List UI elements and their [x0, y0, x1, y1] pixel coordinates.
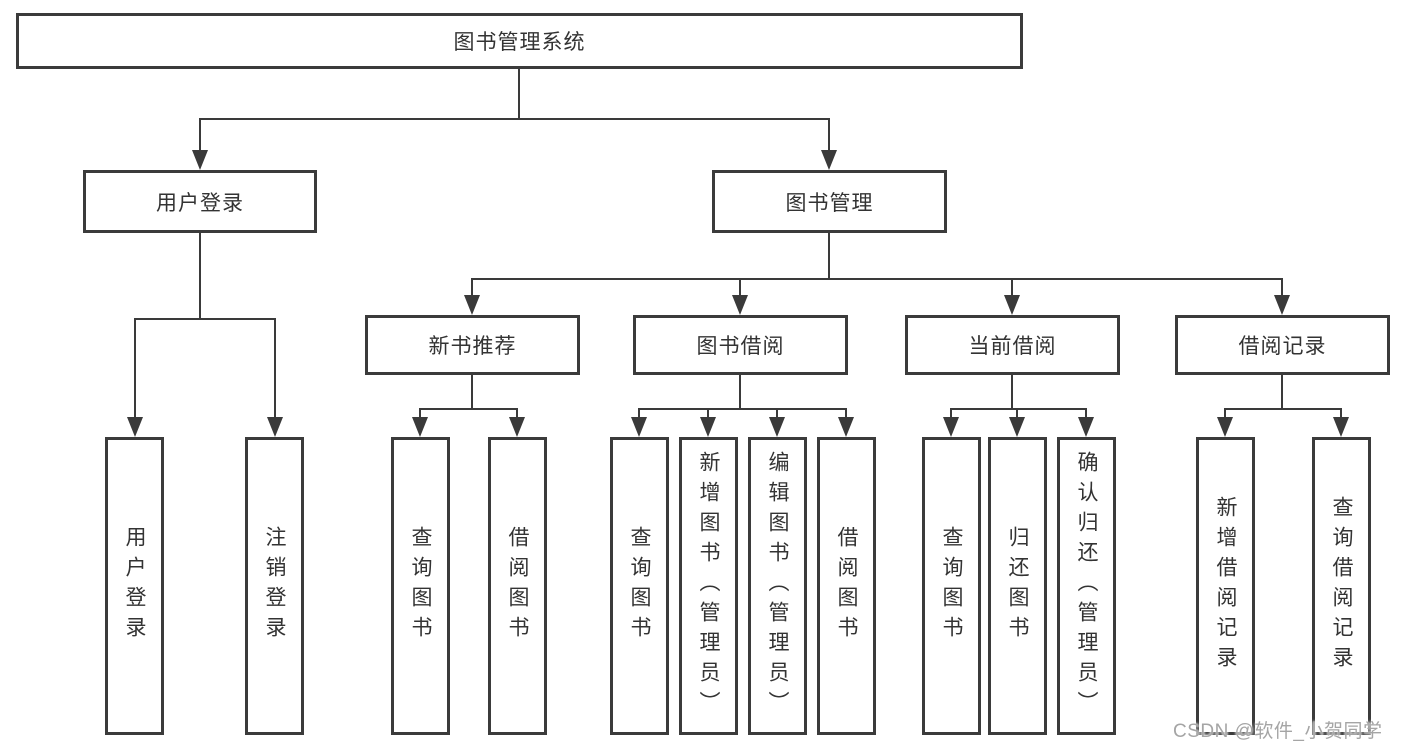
- connector-to-new-book: [471, 278, 473, 295]
- connector-to-bw-query: [638, 408, 640, 417]
- connector-current-stub: [1011, 375, 1013, 408]
- node-records: 借阅记录: [1175, 315, 1390, 375]
- node-current: 当前借阅: [905, 315, 1120, 375]
- arrow-to-cur-query: [943, 417, 959, 437]
- leaf-rec-query-record: 查询借阅记录: [1312, 437, 1371, 735]
- connector-to-cur-confirm: [1085, 408, 1087, 417]
- arrow-to-cur-confirm: [1078, 417, 1094, 437]
- leaf-cur-confirm-return-admin: 确认归还（管理员）: [1057, 437, 1116, 735]
- leaf-nb-query-books: 查询图书: [391, 437, 450, 735]
- connector-to-bw-add: [707, 408, 709, 417]
- leaf-cur-query-books: 查询图书: [922, 437, 981, 735]
- arrow-to-borrow: [732, 295, 748, 315]
- arrow-to-cur-return: [1009, 417, 1025, 437]
- connector-to-leaf-login: [134, 318, 136, 417]
- connector-records-stub: [1281, 375, 1283, 408]
- node-book-management-label: 图书管理: [785, 191, 874, 215]
- connector-book-management-stub: [828, 233, 830, 278]
- arrow-to-rec-add: [1217, 417, 1233, 437]
- connector-to-borrow: [739, 278, 741, 295]
- arrow-to-bw-query: [631, 417, 647, 437]
- node-borrow: 图书借阅: [633, 315, 848, 375]
- arrow-to-rec-query: [1333, 417, 1349, 437]
- arrow-to-user-login: [192, 150, 208, 170]
- connector-to-bw-borrow: [845, 408, 847, 417]
- arrow-to-leaf-login: [127, 417, 143, 437]
- connector-to-nb-borrow: [516, 408, 518, 417]
- connector-to-rec-query: [1340, 408, 1342, 417]
- arrow-to-nb-borrow: [509, 417, 525, 437]
- connector-to-rec-add: [1224, 408, 1226, 417]
- arrow-to-nb-query: [412, 417, 428, 437]
- connector-to-user-login: [199, 118, 201, 150]
- node-user-login-label: 用户登录: [156, 191, 244, 215]
- leaf-nb-borrow-books: 借阅图书: [488, 437, 547, 735]
- leaf-user-login: 用户登录: [105, 437, 164, 735]
- connector-to-records: [1281, 278, 1283, 295]
- node-new-book-label: 新书推荐: [428, 335, 517, 358]
- connector-to-current: [1011, 278, 1013, 295]
- connector-book-management-branch: [472, 278, 1283, 280]
- connector-user-login-branch: [134, 318, 276, 320]
- node-user-login: 用户登录: [83, 170, 317, 233]
- node-borrow-label: 图书借阅: [696, 335, 785, 358]
- leaf-bw-add-books-admin: 新增图书（管理员）: [679, 437, 738, 735]
- connector-to-cur-query: [950, 408, 952, 417]
- connector-to-bw-edit: [776, 408, 778, 417]
- connector-new-book-stub: [471, 375, 473, 408]
- arrow-to-bw-edit: [769, 417, 785, 437]
- connector-borrow-branch: [639, 408, 847, 410]
- connector-current-branch: [951, 408, 1087, 410]
- arrow-to-bw-borrow: [838, 417, 854, 437]
- watermark: CSDN @软件_小贺同学: [1173, 721, 1383, 742]
- arrow-to-bw-add: [700, 417, 716, 437]
- connector-new-book-branch: [420, 408, 518, 410]
- node-new-book: 新书推荐: [365, 315, 580, 375]
- node-root-label: 图书管理系统: [453, 31, 586, 54]
- leaf-cur-return-books: 归还图书: [988, 437, 1047, 735]
- connector-borrow-stub: [739, 375, 741, 408]
- leaf-bw-edit-books-admin: 编辑图书（管理员）: [748, 437, 807, 735]
- connector-user-login-stub: [199, 233, 201, 318]
- connector-root-stub: [518, 69, 520, 118]
- arrow-to-current: [1004, 295, 1020, 315]
- node-current-label: 当前借阅: [968, 335, 1057, 358]
- connector-to-book-management: [828, 118, 830, 150]
- connector-to-cur-return: [1016, 408, 1018, 417]
- connector-root-branch: [199, 118, 830, 120]
- arrow-to-book-management: [821, 150, 837, 170]
- arrow-to-leaf-logout: [267, 417, 283, 437]
- connector-records-branch: [1225, 408, 1342, 410]
- connector-to-nb-query: [419, 408, 421, 417]
- leaf-bw-query-books: 查询图书: [610, 437, 669, 735]
- connector-to-leaf-logout: [274, 318, 276, 417]
- arrow-to-records: [1274, 295, 1290, 315]
- node-book-management: 图书管理: [712, 170, 947, 233]
- leaf-bw-borrow-books: 借阅图书: [817, 437, 876, 735]
- node-root: 图书管理系统: [16, 13, 1023, 69]
- node-records-label: 借阅记录: [1238, 335, 1327, 358]
- leaf-logout: 注销登录: [245, 437, 304, 735]
- arrow-to-new-book: [464, 295, 480, 315]
- leaf-rec-add-record: 新增借阅记录: [1196, 437, 1255, 735]
